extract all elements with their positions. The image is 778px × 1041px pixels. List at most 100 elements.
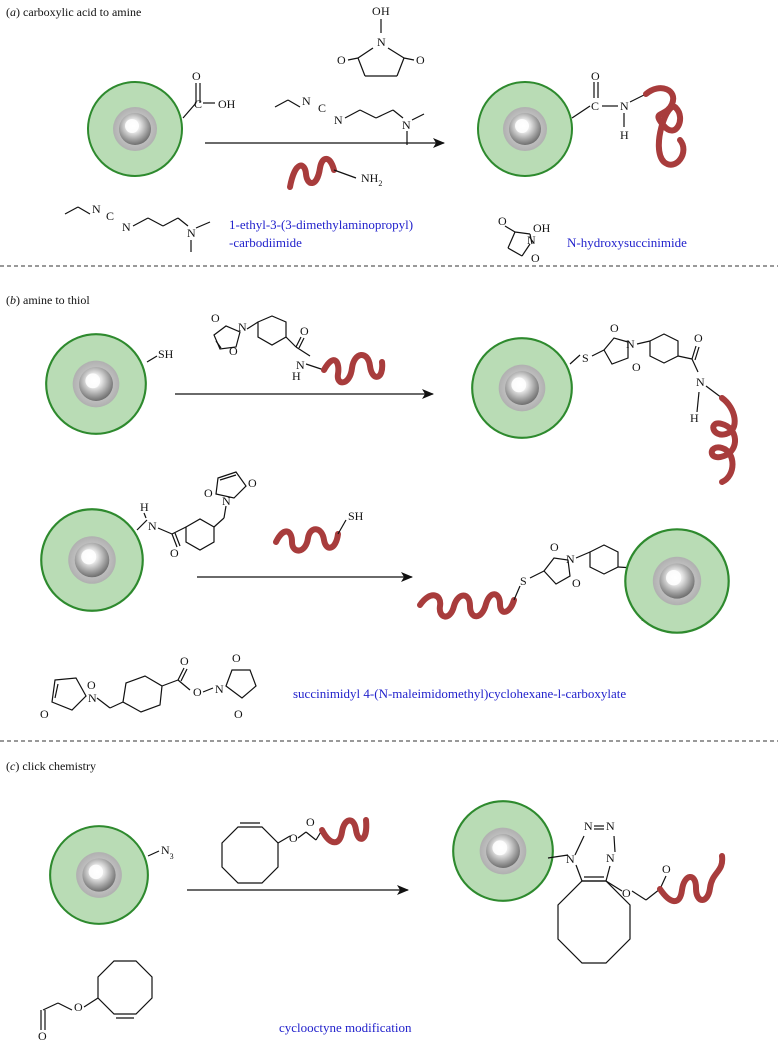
nhs-name: N-hydroxysuccinimide bbox=[567, 235, 687, 250]
panel-b-heading: (b) amine to thiol bbox=[6, 293, 90, 307]
nanoparticle-a-start bbox=[87, 81, 183, 177]
svg-text:N: N bbox=[620, 99, 629, 113]
svg-text:O: O bbox=[591, 69, 600, 83]
nanoparticle-maleimide bbox=[40, 508, 144, 612]
nanoparticle-b1-product bbox=[471, 337, 573, 439]
svg-text:S: S bbox=[520, 574, 527, 588]
panel-b-title: amine to thiol bbox=[23, 293, 90, 307]
svg-text:N: N bbox=[402, 118, 411, 132]
peptide-thiol-label: SH bbox=[348, 509, 364, 523]
cyclooctyne-peptide-reagent: O O bbox=[221, 815, 323, 884]
panel-b: (b) amine to thiol SH O O N O N H bbox=[6, 293, 738, 721]
peptide-b1-reagent bbox=[321, 352, 386, 386]
svg-text:O: O bbox=[289, 831, 298, 845]
azide-label: N3 bbox=[161, 843, 174, 861]
carboxylic-acid-group: O C OH bbox=[182, 69, 236, 119]
svg-text:O: O bbox=[192, 69, 201, 83]
svg-text:O: O bbox=[498, 214, 507, 228]
svg-text:O: O bbox=[416, 53, 425, 67]
svg-text:O: O bbox=[300, 324, 309, 338]
triazole-product: N N N N O O bbox=[547, 819, 671, 964]
svg-text:C: C bbox=[106, 209, 114, 223]
svg-text:N: N bbox=[334, 113, 343, 127]
svg-text:N: N bbox=[296, 358, 305, 372]
svg-text:O: O bbox=[170, 546, 179, 560]
nhs-structure: O N OH O bbox=[498, 214, 551, 265]
svg-text:O: O bbox=[248, 476, 257, 490]
svg-text:H: H bbox=[140, 500, 149, 514]
svg-text:N: N bbox=[527, 233, 536, 247]
svg-text:N: N bbox=[626, 337, 635, 351]
svg-text:O: O bbox=[74, 1000, 83, 1014]
svg-text:O: O bbox=[40, 707, 49, 721]
panel-c-title: click chemistry bbox=[22, 759, 96, 773]
nanoparticle-azide bbox=[49, 825, 149, 925]
panel-a-title: carboxylic acid to amine bbox=[23, 5, 141, 19]
svg-text:N: N bbox=[566, 852, 575, 866]
cyclooctyne-name: cyclooctyne modification bbox=[279, 1020, 412, 1035]
amine-label: NH2 bbox=[361, 171, 382, 188]
svg-text:N: N bbox=[92, 202, 101, 216]
svg-text:H: H bbox=[381, 4, 390, 18]
nanoparticle-thiol bbox=[45, 333, 147, 435]
svg-text:O: O bbox=[180, 654, 189, 668]
svg-text:O: O bbox=[204, 486, 213, 500]
edc-name-line1: 1-ethyl-3-(3-dimethylaminopropyl) bbox=[229, 217, 413, 232]
edc-name-line2: -carbodiimide bbox=[229, 235, 302, 250]
svg-text:O: O bbox=[211, 311, 220, 325]
svg-text:S: S bbox=[582, 351, 589, 365]
svg-text:C: C bbox=[591, 99, 599, 113]
peptide-c-product bbox=[657, 853, 726, 905]
panel-b-letter: b bbox=[10, 293, 16, 307]
svg-text:N: N bbox=[122, 220, 131, 234]
smcc-name: succinimidyl 4-(N-maleimidomethyl)cycloh… bbox=[293, 686, 626, 701]
svg-text:N: N bbox=[606, 819, 615, 833]
edc-reagent-above-arrow: N C N N bbox=[274, 94, 425, 145]
svg-text:O: O bbox=[306, 815, 315, 829]
svg-text:N: N bbox=[187, 226, 196, 240]
cyclooctyne-structure: O O bbox=[38, 960, 153, 1041]
svg-text:O: O bbox=[234, 707, 243, 721]
svg-text:O: O bbox=[229, 344, 238, 358]
panel-c-heading: (c) click chemistry bbox=[6, 759, 96, 773]
svg-text:H: H bbox=[690, 411, 699, 425]
svg-text:N: N bbox=[606, 851, 615, 865]
nhs-reagent-above-arrow: O H N O O bbox=[337, 4, 425, 77]
svg-text:C: C bbox=[194, 97, 202, 111]
svg-text:N: N bbox=[584, 819, 593, 833]
panel-a: (a) carboxylic acid to amine O C OH O H … bbox=[6, 4, 687, 265]
svg-text:O: O bbox=[550, 540, 559, 554]
maleimide-linker-b2: H N O N O O bbox=[136, 471, 257, 560]
smcc-structure: O O N O O N O O bbox=[40, 651, 257, 721]
svg-text:N: N bbox=[222, 494, 231, 508]
edc-structure: N C N N bbox=[64, 202, 211, 252]
thiol-label: SH bbox=[158, 347, 174, 361]
amide-linkage-a: C O N H bbox=[571, 69, 647, 142]
panel-a-heading: (a) carboxylic acid to amine bbox=[6, 5, 141, 19]
svg-text:O: O bbox=[662, 862, 671, 876]
svg-text:O: O bbox=[632, 360, 641, 374]
svg-text:O: O bbox=[610, 321, 619, 335]
svg-text:O: O bbox=[694, 331, 703, 345]
nanoparticle-c-product bbox=[452, 800, 554, 902]
svg-text:N: N bbox=[302, 94, 311, 108]
panel-c: (c) click chemistry N3 O O N N N N bbox=[6, 759, 726, 1041]
svg-text:O: O bbox=[622, 886, 631, 900]
peptide-b1-product bbox=[708, 395, 738, 485]
svg-text:N: N bbox=[148, 519, 157, 533]
svg-text:N: N bbox=[215, 682, 224, 696]
svg-text:N: N bbox=[696, 375, 705, 389]
nanoparticle-a-product bbox=[477, 81, 573, 177]
svg-text:OH: OH bbox=[533, 221, 551, 235]
svg-text:O: O bbox=[572, 576, 581, 590]
peptide-b2-product bbox=[417, 591, 517, 620]
svg-text:H: H bbox=[620, 128, 629, 142]
panel-c-letter: c bbox=[10, 759, 16, 773]
svg-text:O: O bbox=[193, 685, 202, 699]
nanoparticle-b2-product bbox=[624, 528, 730, 634]
svg-text:O: O bbox=[232, 651, 241, 665]
peptide-c-reagent bbox=[319, 817, 370, 846]
svg-text:N: N bbox=[238, 320, 247, 334]
